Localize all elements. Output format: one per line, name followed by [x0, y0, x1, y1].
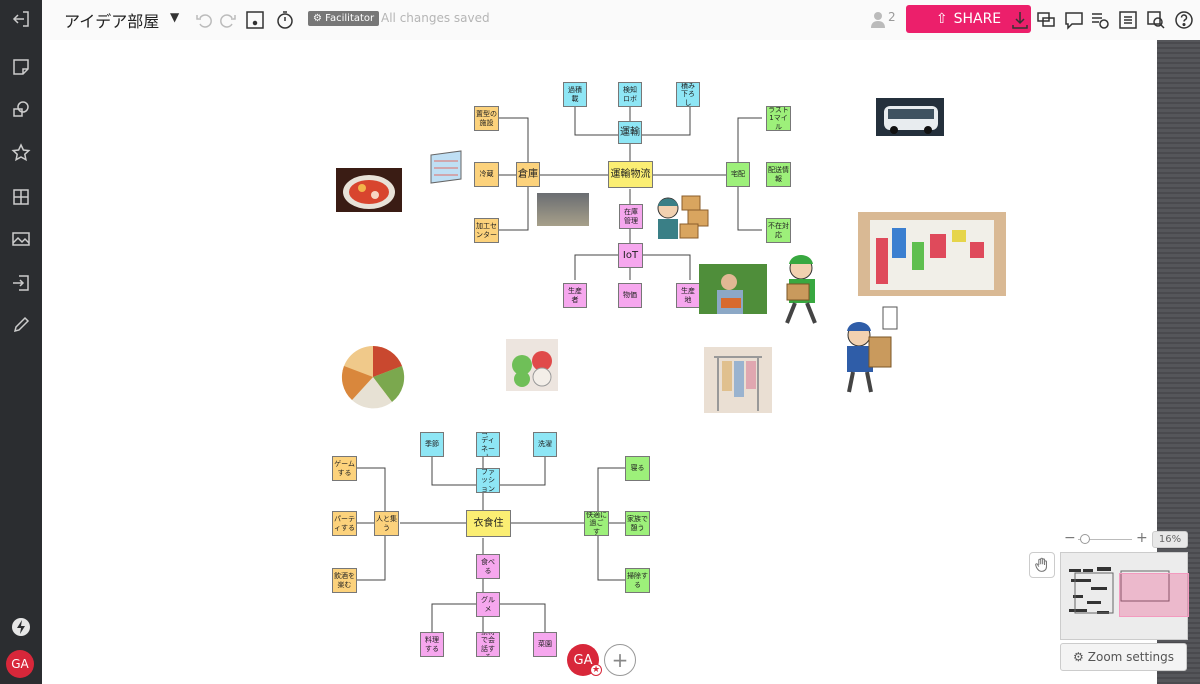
mindmap-node[interactable]: ラスト1マイル — [766, 106, 791, 131]
top-bar: アイデア部屋 ▼ ⚙ Facilitator All changes saved… — [42, 0, 1200, 40]
plush-toys-photo[interactable] — [506, 339, 558, 391]
share-button[interactable]: ⇧ SHARE — [906, 5, 1031, 33]
mindmap-node-iot[interactable]: IoT — [618, 243, 643, 268]
mindmap-node[interactable]: 積み下ろし — [676, 82, 700, 107]
zoom-settings-button[interactable]: ⚙ Zoom settings — [1060, 643, 1187, 671]
import-icon[interactable] — [8, 270, 34, 296]
mindmap-node[interactable]: 菜園 — [533, 632, 557, 657]
mindmap-node[interactable]: 置型の施設 — [474, 106, 499, 131]
mindmap-node[interactable]: 冷蔵 — [474, 162, 499, 187]
avatar[interactable]: GA — [6, 650, 34, 678]
activity-icon[interactable] — [1088, 8, 1112, 32]
mindmap-node-delivery[interactable]: 宅配 — [726, 162, 750, 187]
redo-icon[interactable] — [216, 8, 240, 32]
add-participant-button[interactable]: + — [604, 644, 636, 676]
search-icon[interactable] — [1144, 8, 1168, 32]
mindmap-node-warehouse[interactable]: 倉庫 — [516, 162, 540, 187]
mindmap-node-gourmet[interactable]: グルメ — [476, 592, 500, 617]
farmer-photo[interactable] — [699, 264, 767, 314]
mindmap-node[interactable]: パーティする — [332, 511, 357, 536]
star-icon: ★ — [590, 664, 602, 676]
mindmap-node[interactable]: 生産地 — [676, 283, 700, 308]
mindmap-node[interactable]: 物価 — [618, 283, 642, 308]
exit-icon[interactable] — [8, 6, 34, 32]
frame-icon[interactable] — [243, 8, 267, 32]
lightning-icon[interactable] — [8, 614, 34, 640]
food-pie-photo[interactable] — [340, 344, 407, 410]
mindmap-node[interactable]: 家族で憩う — [625, 511, 650, 536]
mindmap-node[interactable]: 素材で会話する — [476, 632, 500, 657]
whiteboard-photo[interactable] — [858, 212, 1006, 296]
zoom-slider-track[interactable] — [1078, 539, 1132, 540]
clothes-rack-photo[interactable] — [704, 347, 772, 413]
user-icon — [868, 8, 892, 32]
grid-icon[interactable] — [8, 184, 34, 210]
facilitator-label: Facilitator — [325, 13, 375, 24]
zoom-level[interactable]: 16% — [1152, 531, 1188, 548]
mindmap-node-center[interactable]: 運輸物流 — [608, 161, 653, 188]
courier-illustration[interactable] — [835, 305, 905, 397]
left-toolbar: GA — [0, 0, 42, 684]
minimap[interactable] — [1060, 552, 1189, 640]
minimap-viewport[interactable] — [1119, 573, 1189, 617]
share-label: SHARE — [953, 11, 1002, 27]
mindmap-node[interactable]: 掃除する — [625, 568, 650, 593]
sticky-note-icon[interactable] — [8, 54, 34, 80]
food-photo[interactable] — [336, 168, 402, 212]
mindmap-node-transport[interactable]: 運輸 — [618, 121, 642, 144]
save-status: All changes saved — [381, 11, 490, 25]
delivery-man-illustration[interactable] — [775, 250, 841, 328]
mindmap-node[interactable]: 洗濯 — [533, 432, 557, 457]
mindmap-node-center[interactable]: 衣食住 — [466, 510, 511, 537]
board-title[interactable]: アイデア部屋 — [64, 12, 160, 31]
mindmap-node-people[interactable]: 人と集う — [374, 511, 399, 536]
fridge-illustration[interactable] — [428, 149, 466, 185]
image-icon[interactable] — [8, 226, 34, 252]
worker-boxes-illustration[interactable] — [652, 190, 710, 242]
download-icon[interactable] — [1008, 8, 1032, 32]
mindmap-node[interactable]: 加工センター — [474, 218, 499, 243]
user-count: 2 — [888, 10, 896, 24]
mindmap-node[interactable]: 過積載 — [563, 82, 587, 107]
help-icon[interactable] — [1172, 8, 1196, 32]
mindmap-node[interactable]: 配送情報 — [766, 162, 791, 187]
mindmap-node-eat[interactable]: 食べる — [476, 554, 500, 579]
mindmap-node[interactable]: 季節 — [420, 432, 444, 457]
mindmap-node-fashion[interactable]: ファッション — [476, 468, 500, 493]
mindmap-node-inventory[interactable]: 在庫管理 — [619, 204, 643, 229]
zoom-slider-handle[interactable] — [1080, 534, 1090, 544]
gear-icon: ⚙ — [1072, 650, 1084, 664]
mindmap-node[interactable]: 不在対応 — [766, 218, 791, 243]
chat-bubbles-icon[interactable] — [1034, 8, 1058, 32]
mindmap-node[interactable]: 寝る — [625, 456, 650, 481]
timer-icon[interactable] — [273, 8, 297, 32]
whiteboard-canvas[interactable] — [42, 40, 1157, 684]
warehouse-photo[interactable] — [537, 193, 589, 226]
zoom-settings-label: Zoom settings — [1087, 650, 1175, 664]
list-icon[interactable] — [1116, 8, 1140, 32]
mindmap-node[interactable]: 検知ロボ — [618, 82, 642, 107]
mindmap-node[interactable]: ゲームする — [332, 456, 357, 481]
pen-icon[interactable] — [8, 312, 34, 338]
zoom-in-button[interactable]: + — [1136, 530, 1148, 546]
comment-icon[interactable] — [1062, 8, 1086, 32]
facilitator-badge[interactable]: ⚙ Facilitator — [308, 11, 380, 26]
shapes-icon[interactable] — [8, 96, 34, 122]
mindmap-node[interactable]: コーディネート — [476, 432, 500, 457]
undo-icon[interactable] — [192, 8, 216, 32]
template-star-icon[interactable] — [8, 140, 34, 166]
mindmap-node-comfort[interactable]: 快適に過ごす — [584, 511, 609, 536]
autonomous-bus-photo[interactable] — [876, 98, 944, 136]
mindmap-node[interactable]: 飲酒を楽む — [332, 568, 357, 593]
mindmap-node[interactable]: 料理する — [420, 632, 444, 657]
zoom-out-button[interactable]: − — [1064, 530, 1076, 546]
share-icon: ⇧ — [935, 11, 948, 27]
mindmap-node[interactable]: 生産者 — [563, 283, 587, 308]
hand-icon[interactable] — [1029, 552, 1055, 578]
chevron-down-icon[interactable]: ▼ — [170, 10, 180, 24]
